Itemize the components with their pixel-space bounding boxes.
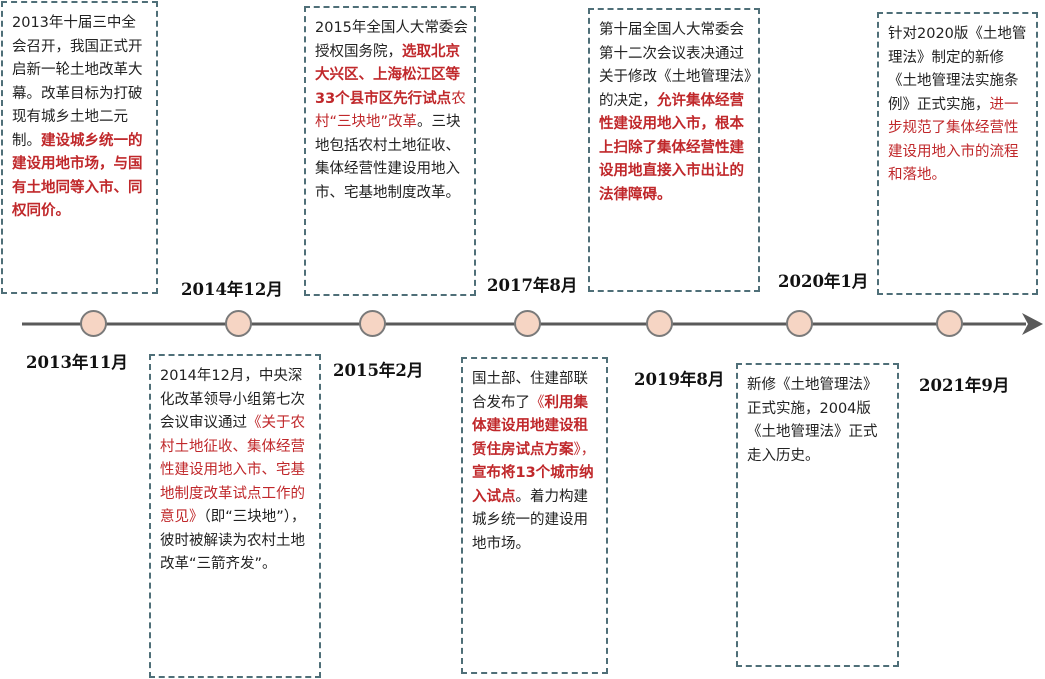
event-text-segment: 第十届全国人大常委会第十二次会议表决通过关于修改《土地管理法》的决定， — [599, 22, 752, 109]
event-box-2015-02: 2015年全国人大常委会授权国务院，选取北京大兴区、上海松江区等33个县市区先行… — [304, 6, 476, 296]
event-date: 2020年1月 — [778, 272, 869, 291]
event-date: 2015年2月 — [333, 361, 424, 380]
event-date: 2017年8月 — [487, 276, 578, 295]
event-date: 2014年12月 — [181, 280, 283, 299]
event-box-2013-11: 2013年十届三中全会召开，我国正式开启新一轮土地改革大幕。改革目标为打破现有城… — [1, 1, 158, 294]
event-box-2017-08: 国土部、住建部联合发布了《利用集体建设用地建设租赁住房试点方案》， 宣布将13个城… — [461, 357, 608, 674]
timeline-node-2019-08 — [646, 310, 673, 337]
event-box-2019-08: 第十届全国人大常委会第十二次会议表决通过关于修改《土地管理法》的决定，允许集体经… — [588, 8, 760, 292]
timeline-node-2020-01 — [786, 310, 813, 337]
event-text-segment: 2014年12月，中央深化改革领导小组第七次会议审议通过 — [160, 368, 305, 431]
event-text-segment: 选取北京大兴区、上海松江区等33个县市区先行试点 — [315, 43, 460, 107]
event-text-segment: 》， — [573, 441, 596, 458]
timeline-node-2015-02 — [359, 310, 386, 337]
event-date: 2019年8月 — [634, 370, 725, 389]
timeline-node-2017-08 — [514, 310, 541, 337]
event-text-segment: 。着力构建城乡统一的建设用地市场。 — [472, 488, 588, 552]
event-text-segment: 2015年全国人大常委会授权国务院， — [315, 20, 468, 60]
event-text-segment: 新修《土地管理法》正式实施，2004版《土地管理法》正式走入历史。 — [747, 377, 878, 464]
event-text-segment: 针对2020版《土地管理法》制定的新修《土地管理法实施条例》正式实施， — [888, 26, 1027, 113]
event-text-segment: 农村“三块地”改革 — [315, 90, 466, 131]
event-text-segment: 宣布将13个城市纳入试点 — [472, 465, 594, 505]
timeline-node-2014-12 — [225, 310, 252, 337]
event-text-segment: 建设城乡统一的建设用地市场，与国有土地同等入市、同权同价。 — [12, 132, 143, 220]
timeline-node-2021-09 — [936, 310, 963, 337]
event-box-2020-01: 新修《土地管理法》正式实施，2004版《土地管理法》正式走入历史。 — [736, 363, 899, 667]
timeline-arrow-icon — [1022, 313, 1043, 335]
event-box-2021-09: 针对2020版《土地管理法》制定的新修《土地管理法实施条例》正式实施，进一步规范… — [877, 12, 1038, 295]
event-text-segment: 利用集体建设用地建设租赁住房试点方案 — [472, 394, 588, 458]
event-text-segment: 国土部、住建部联合发布了 — [472, 371, 588, 411]
event-text-segment: 允许集体经营性建设用地入市，根本上扫除了集体经营性建设用地直接入市出让的法律障碍… — [599, 92, 744, 203]
event-text-segment: （即“三块地”），彼时被解读为农村土地改革“三箭齐发”。 — [160, 509, 306, 572]
event-text-segment: 《关于农村土地征收、集体经营性建设用地入市、宅基地制度改革试点工作的意见》 — [160, 415, 305, 525]
event-date: 2021年9月 — [919, 376, 1010, 395]
event-text-segment: 。三块地包括农村土地征收、集体经营性建设用地入市、宅基地制度改革。 — [315, 114, 461, 201]
event-text-segment: 进一步规范了集体经营性建设用地入市的流程和落地。 — [888, 96, 1019, 184]
event-text-segment: 2013年十届三中全会召开，我国正式开启新一轮土地改革大幕。改革目标为打破现有城… — [12, 15, 143, 149]
event-date: 2013年11月 — [26, 353, 128, 372]
event-text-segment: 《 — [530, 394, 545, 411]
event-box-2014-12: 2014年12月，中央深化改革领导小组第七次会议审议通过《关于农村土地征收、集体… — [149, 354, 321, 678]
timeline-node-2013-11 — [80, 310, 107, 337]
